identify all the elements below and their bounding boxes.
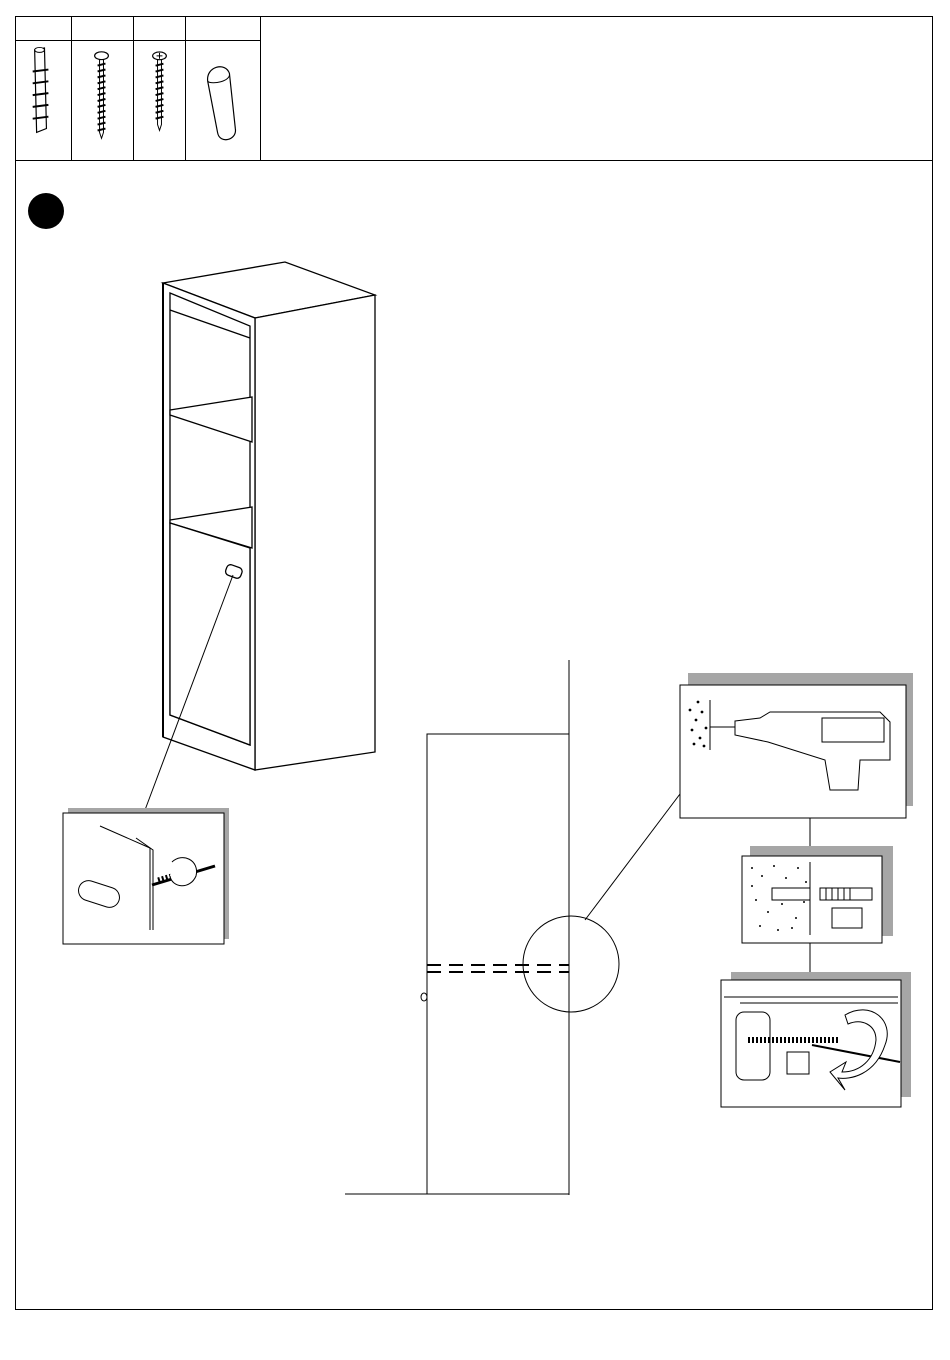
screw-fixing-detail-panel [721,972,911,1107]
drill-detail-panel [680,673,913,818]
anchor-detail-panel [742,846,893,943]
wall-side-view [345,660,683,1195]
cabinet-illustration [163,262,375,770]
handle-detail-panel [63,808,229,944]
